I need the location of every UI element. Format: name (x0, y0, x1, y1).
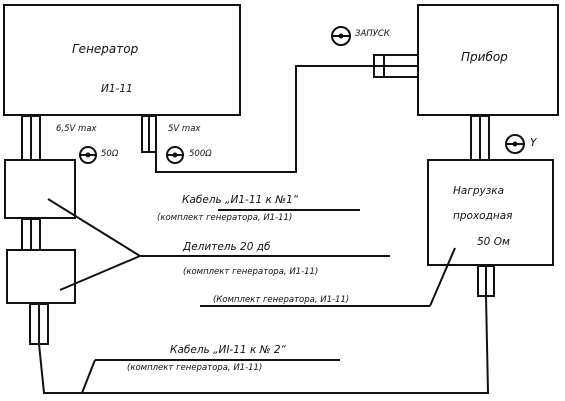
generator-block (3, 4, 241, 116)
divider-lower-block (6, 249, 76, 304)
cable-2-line (38, 295, 490, 394)
cable-1-line (155, 65, 374, 173)
start-label: ЗАПУСК (355, 29, 390, 39)
y-label: Y (530, 137, 537, 149)
cable1-title: Кабель „И1-11 к №1“ (182, 194, 299, 206)
load-line1: Нагрузка (453, 185, 505, 197)
generator-title: Генератор (72, 42, 139, 56)
load-line2: проходная (453, 210, 513, 222)
out-5v-label: 5V max (168, 124, 201, 134)
imp-50-label: 50Ω (101, 149, 119, 159)
cable2-note: (комплект генератора, И1-11) (127, 363, 263, 373)
load-line3: 50 Ом (477, 236, 510, 248)
cable2-title: Кабель „ИI-11 к № 2“ (170, 344, 286, 356)
out-6-5v-label: 6,5V max (56, 124, 97, 134)
load-note: (Комплект генератора, И1-11) (213, 295, 350, 305)
divider-note: (комплект генератора, И1-11) (183, 267, 319, 277)
cable1-note: (комплект генератора, И1-11) (157, 213, 293, 223)
divider-title: Делитель 20 дб (183, 241, 271, 253)
device-title: Прибор (461, 50, 508, 64)
generator-model: И1-11 (101, 83, 133, 95)
imp-500-label: 500Ω (189, 149, 212, 159)
